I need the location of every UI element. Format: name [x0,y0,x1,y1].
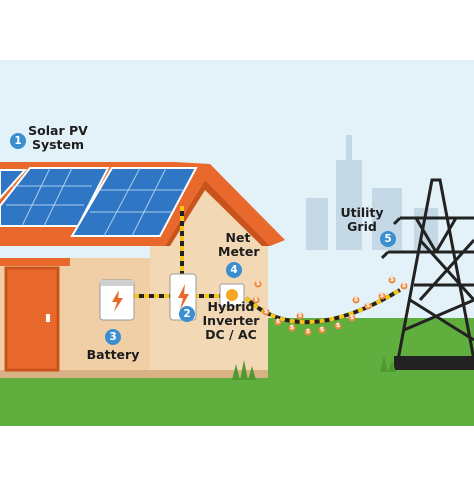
coin-symbol: $ [297,312,303,319]
porch-roof [0,258,70,266]
hybrid-inverter-label-line2: Inverter [202,313,260,328]
door [4,266,60,372]
transmission-tower [380,178,474,361]
coin-symbol: $ [379,292,385,299]
hybrid-inverter-label-line3: DC / AC [205,327,257,342]
coin-symbol: $ [289,324,295,331]
coin-symbol: $ [263,308,269,315]
net-meter-label-line2: Meter [218,244,260,259]
tower-base [394,356,474,370]
house-base [0,370,268,378]
coin-symbol: $ [401,282,407,289]
bottom-margin [0,426,474,474]
solar-pv-label-line1: Solar PV [28,123,88,138]
coin-symbol: $ [353,296,359,303]
battery-unit [99,279,135,321]
coin-symbol: $ [253,296,259,303]
solar-pv-number-badge: 1 [10,133,26,149]
utility-grid-label: Utility Grid [338,206,386,234]
battery-number-badge: 3 [105,329,121,345]
coin-symbol: $ [389,276,395,283]
hybrid-inverter-label: Hybrid Inverter DC / AC [196,300,266,342]
coin-symbol: $ [319,326,325,333]
utility-grid-label-line1: Utility [340,205,384,220]
net-meter-number-badge: 4 [226,262,242,278]
battery-label: Battery [86,347,140,362]
door-handle [46,314,50,322]
coin-symbol: $ [335,322,341,329]
net-meter-label: Net Meter [218,230,260,259]
net-meter-unit [219,283,245,307]
utility-grid-label-line2: Grid [347,219,377,234]
roof-edge [165,180,270,246]
coin-symbol: $ [365,302,371,309]
hybrid-inverter-number-badge: 2 [179,306,195,322]
solar-pv-label: Solar PV System [28,124,88,152]
grass-tufts [232,356,396,380]
coin-symbol: $ [349,314,355,321]
net-meter-label-line1: Net [225,230,251,245]
solar-panels [0,167,198,237]
coin-symbol: $ [255,280,261,287]
solar-pv-label-line2: System [31,137,85,152]
utility-grid-number-badge: 5 [380,231,396,247]
city-skyline [306,135,438,250]
coin-symbol: $ [305,328,311,335]
coin-symbol: $ [275,318,281,325]
money-coins [252,276,408,336]
top-margin [0,0,474,60]
hybrid-inverter-label-line1: Hybrid [207,299,255,314]
